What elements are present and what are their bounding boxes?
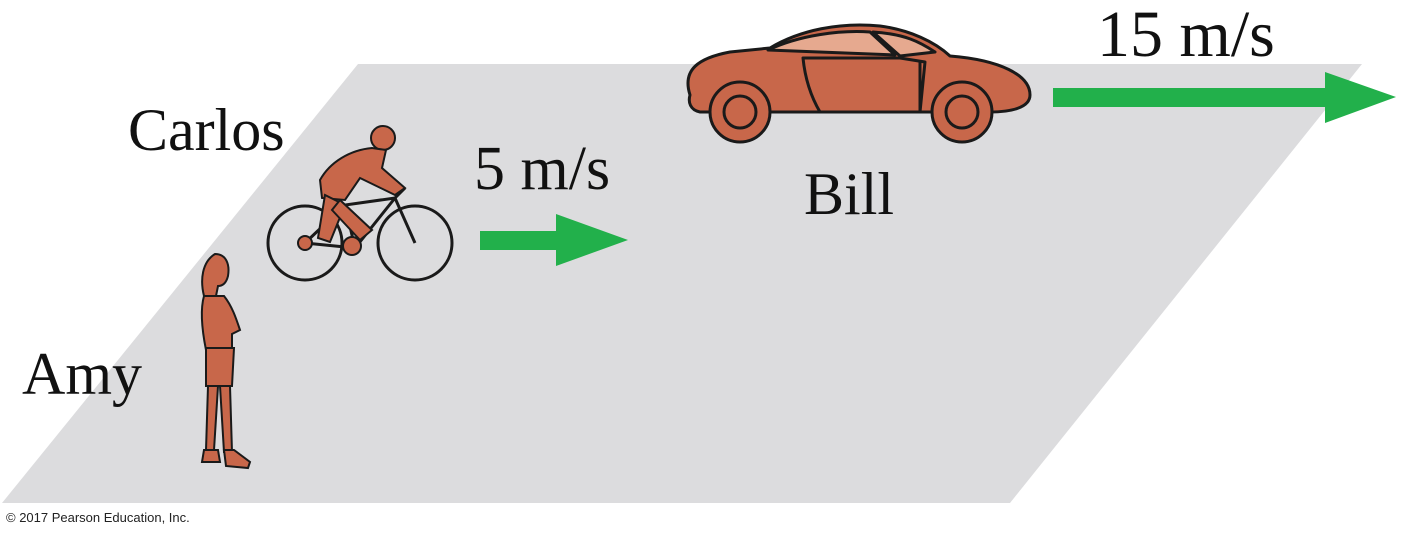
velocity-arrow-5 xyxy=(480,214,628,266)
copyright-notice: © 2017 Pearson Education, Inc. xyxy=(6,510,190,525)
car-icon xyxy=(686,23,1032,144)
velocity-label-5: 5 m/s xyxy=(474,135,611,203)
cyclist-icon xyxy=(266,125,454,282)
label-amy: Amy xyxy=(22,341,142,407)
velocity-arrow-15 xyxy=(1053,72,1396,123)
label-carlos: Carlos xyxy=(128,97,285,163)
standing-person-icon xyxy=(200,252,252,470)
label-bill: Bill xyxy=(804,161,895,227)
velocity-label-15: 15 m/s xyxy=(1097,0,1275,71)
